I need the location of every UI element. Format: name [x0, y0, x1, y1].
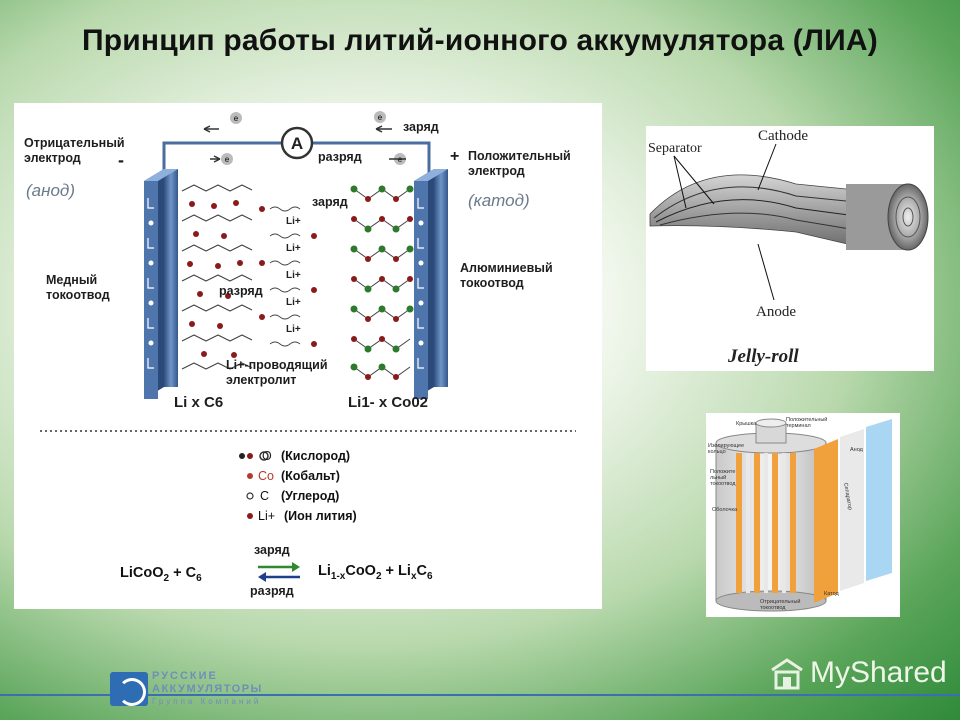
- battery-diagram-panel: A e e e e: [14, 103, 602, 609]
- company-logo-icon: [110, 672, 148, 706]
- cathode-label: Катод: [824, 591, 839, 597]
- equation-right: Li1-xCoO2 + LixC6: [318, 563, 433, 582]
- logo-line3: Группа Компаний: [152, 697, 262, 706]
- pos-collector-label: Положите льный токоотвод: [710, 469, 736, 487]
- svg-text:e: e: [378, 113, 383, 122]
- logo-line2: АККУМУЛЯТОРЫ: [152, 683, 263, 695]
- separator-sheet: [814, 439, 838, 603]
- legend-symbols: [239, 451, 269, 519]
- anode-label: Анод: [850, 447, 863, 453]
- equation-left: LiCoO2 + C6: [120, 565, 202, 584]
- cap-label: Крышка: [736, 421, 757, 427]
- circuit-wire-left: [162, 141, 282, 179]
- legend-carbon: (Углерод): [281, 489, 340, 503]
- anode-formula: Li x C6: [174, 394, 224, 411]
- anode-electrode: [164, 169, 178, 387]
- equilibrium-arrows: [258, 562, 300, 582]
- cylindrical-cell-panel: Сепаратор Крышка Положительный терминал …: [706, 413, 900, 617]
- cell-casing: [715, 442, 827, 602]
- svg-text:Li+: Li+: [286, 243, 301, 254]
- negative-electrode-label: Отрицательный электрод: [24, 136, 125, 165]
- wound-layers: [736, 453, 796, 593]
- discharge-label-mid: разряд: [219, 284, 263, 298]
- equation-discharge-label: разряд: [250, 584, 294, 598]
- jelly-roll-panel: Separator Cathode Anode Jelly-roll: [646, 126, 934, 371]
- svg-text:e: e: [234, 114, 239, 123]
- footer-divider: [0, 694, 960, 696]
- cathode-sheet: [840, 429, 864, 591]
- slide-title: Принцип работы литий-ионного аккумулятор…: [82, 24, 878, 57]
- legend-cobalt-symbol: Co: [258, 469, 274, 483]
- electrolyte-ions: [269, 206, 301, 347]
- arrow-left-icon: [375, 125, 392, 133]
- cathode-label: Cathode: [758, 128, 808, 144]
- svg-text:Li+: Li+: [286, 270, 301, 281]
- positive-electrode-label: Положительный электрод: [468, 149, 571, 178]
- anode-sheet: [866, 419, 892, 581]
- electron-icon: [221, 153, 233, 165]
- watermark-text: MyShared: [810, 656, 947, 689]
- insulator-label: Изолирующее кольцо: [708, 443, 745, 455]
- charge-label-top: заряд: [403, 120, 439, 134]
- equation-charge-label: заряд: [254, 543, 290, 557]
- myshared-logo-icon: [768, 656, 806, 692]
- logo-line1: РУССКИЕ: [152, 670, 218, 682]
- electron-icon: [374, 111, 386, 123]
- cathode-electrode: [434, 169, 448, 387]
- anode-label: Anode: [756, 304, 796, 320]
- jelly-roll-caption: Jelly-roll: [727, 346, 799, 367]
- graphite-layers: [181, 184, 253, 370]
- cathode-formula: Li1- x Co02: [348, 394, 429, 411]
- separator-label: Сепаратор: [842, 482, 853, 510]
- ammeter-icon: [280, 126, 314, 160]
- svg-text:Li+: Li+: [286, 297, 301, 308]
- legend-li-symbol: Li+: [258, 509, 276, 523]
- svg-text:e: e: [225, 155, 230, 164]
- svg-text:Li+: Li+: [286, 324, 301, 335]
- battery-diagram-svg: A e e e e: [40, 111, 576, 582]
- separator-label: Separator: [648, 141, 702, 156]
- legend-oxygen: (Кислород): [281, 449, 351, 463]
- legend-cobalt: (Кобальт): [281, 469, 340, 483]
- electrolyte-label: Li+-проводящий электролит: [226, 358, 328, 387]
- discharge-label-top: разряд: [318, 150, 362, 164]
- copper-collector-label: Медный токоотвод: [46, 273, 110, 302]
- electron-icon: [230, 112, 242, 124]
- roll-end: [887, 183, 929, 251]
- positive-sign: +: [450, 148, 460, 165]
- pos-terminal-label: Положительный терминал: [786, 417, 828, 429]
- anode-label: (анод): [26, 181, 75, 200]
- charge-label-mid: заряд: [312, 195, 348, 209]
- arrow-right-icon: [210, 155, 221, 163]
- neg-collector-label: Отрицательный токоотвод: [760, 599, 801, 611]
- oxygen-atoms-cathode: [350, 185, 414, 371]
- shell-label: Оболочка: [712, 507, 738, 513]
- cobalt-atoms-cathode: [351, 196, 413, 380]
- cathode-label: (катод): [468, 191, 530, 210]
- legend-carbon-symbol: C: [260, 489, 270, 503]
- legend-item: O: [262, 449, 272, 463]
- jelly-roll-illustration: Separator Cathode Anode Jelly-roll: [648, 128, 929, 367]
- aluminum-collector-label: Алюминиевый токоотвод: [460, 261, 553, 290]
- ammeter-label: A: [291, 134, 303, 153]
- negative-sign: -: [118, 150, 124, 170]
- circuit-wire-right: [312, 141, 431, 179]
- legend-lithium: (Ион лития): [284, 509, 357, 523]
- lithium-ions-anode: [187, 200, 243, 358]
- cylindrical-cell-illustration: Сепаратор: [715, 418, 892, 612]
- svg-text:Li+: Li+: [286, 216, 301, 227]
